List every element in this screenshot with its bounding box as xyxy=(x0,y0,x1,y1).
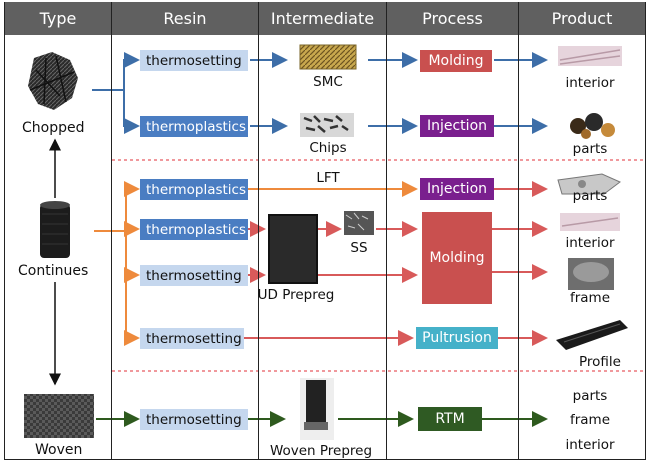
chips-image xyxy=(300,113,354,137)
process-pultrusion: Pultrusion xyxy=(416,327,498,349)
product-profile: Profile xyxy=(579,354,621,370)
product-parts: parts xyxy=(572,188,608,204)
column-divider xyxy=(258,2,259,460)
process-rtm: RTM xyxy=(418,407,482,431)
profile-image xyxy=(556,320,628,350)
intermediate-lft: LFT xyxy=(316,170,340,186)
chopped-fiber-image xyxy=(28,52,78,110)
parts-image-2 xyxy=(557,173,621,195)
column-divider xyxy=(518,2,519,460)
resin-box-thermosetting: thermosetting xyxy=(140,50,248,71)
column-divider xyxy=(386,2,387,460)
continues-fiber-image xyxy=(40,201,70,258)
ud-prepreg-image xyxy=(268,214,318,284)
type-chopped: Chopped xyxy=(22,120,85,136)
header-resin: Resin xyxy=(112,2,258,35)
resin-box-thermosetting: thermosetting xyxy=(140,328,244,349)
ss-image xyxy=(344,211,374,235)
resin-box-thermoplastics: thermoplastics xyxy=(140,116,248,137)
resin-box-thermosetting: thermosetting xyxy=(140,409,248,430)
interior-image-2 xyxy=(560,213,620,231)
intermediate-ud-prepreg: UD Prepreg xyxy=(257,287,335,303)
product-interior: interior xyxy=(565,75,615,91)
process-molding: Molding xyxy=(420,50,492,72)
type-woven: Woven xyxy=(35,442,83,458)
product-parts: parts xyxy=(572,141,608,157)
intermediate-woven-prepreg: Woven Prepreg xyxy=(269,443,373,459)
process-injection: Injection xyxy=(420,178,494,200)
woven-prepreg-image xyxy=(300,378,334,440)
header-intermediate: Intermediate xyxy=(259,2,386,35)
frame-image xyxy=(568,258,614,290)
smc-image xyxy=(299,44,357,70)
header-process: Process xyxy=(387,2,518,35)
resin-box-thermoplastics: thermoplastics xyxy=(140,219,248,240)
product-frame: frame xyxy=(569,412,611,428)
intermediate-smc: SMC xyxy=(313,74,343,90)
product-interior: interior xyxy=(565,235,615,251)
blue-connector xyxy=(123,90,140,134)
blue-connector xyxy=(92,52,140,91)
woven-fabric-image xyxy=(24,394,94,438)
process-molding: Molding xyxy=(422,212,492,304)
resin-box-thermosetting: thermosetting xyxy=(140,265,248,286)
intermediate-ss: SS xyxy=(350,240,368,256)
column-divider xyxy=(111,2,112,460)
resin-box-thermoplastics: thermoplastics xyxy=(140,179,248,200)
product-parts: parts xyxy=(572,388,608,404)
interior-image-1 xyxy=(558,46,622,66)
parts-image-1 xyxy=(570,113,615,139)
type-continues: Continues xyxy=(18,263,89,279)
product-frame: frame xyxy=(569,290,611,306)
intermediate-chips: Chips xyxy=(309,140,347,156)
header-type: Type xyxy=(5,2,111,35)
product-interior: interior xyxy=(565,437,615,453)
process-injection: Injection xyxy=(420,115,494,137)
header-product: Product xyxy=(519,2,645,35)
